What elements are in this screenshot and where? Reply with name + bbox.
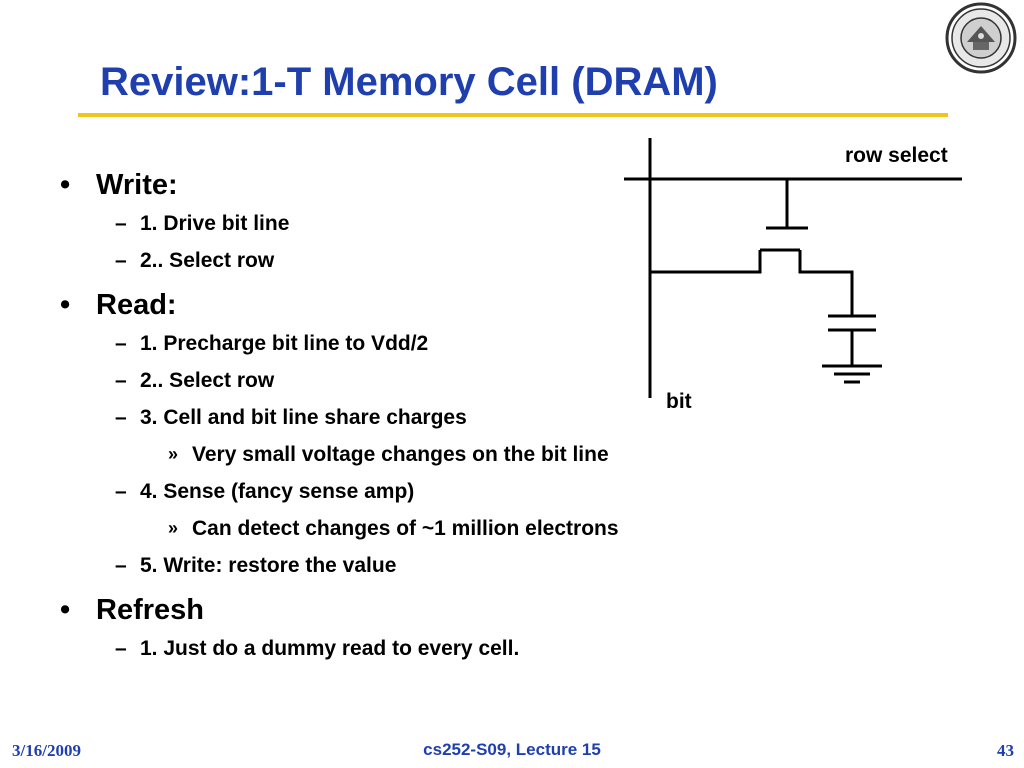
source-wire bbox=[798, 250, 854, 316]
slide-title: Review:1-T Memory Cell (DRAM) bbox=[100, 60, 718, 104]
bullet-dot: • bbox=[60, 169, 71, 201]
sub-bullet: –2.. Select row bbox=[60, 362, 760, 399]
dash-mark: – bbox=[115, 480, 127, 503]
sub-sub-text: Can detect changes of ~1 million electro… bbox=[192, 517, 619, 540]
sub-text: 1. Just do a dummy read to every cell. bbox=[140, 637, 520, 660]
dash-mark: – bbox=[115, 332, 127, 355]
footer-date: 3/16/2009 bbox=[12, 741, 81, 760]
row-select-label: row select bbox=[845, 144, 948, 167]
title-underline bbox=[78, 113, 948, 117]
dram-cell-diagram: row select bit bbox=[624, 138, 962, 413]
dash-mark: – bbox=[115, 212, 127, 235]
sub-bullet: –2.. Select row bbox=[60, 242, 760, 279]
dash-mark: – bbox=[115, 369, 127, 392]
bullet-list: •Write: –1. Drive bit line –2.. Select r… bbox=[60, 165, 760, 667]
sub-sub-text: Very small voltage changes on the bit li… bbox=[192, 443, 609, 466]
drain-wire bbox=[650, 250, 762, 274]
chevron-mark: » bbox=[168, 444, 179, 464]
sub-bullet: –5. Write: restore the value bbox=[60, 547, 760, 584]
footer-course: cs252-S09, Lecture 15 bbox=[423, 740, 601, 759]
sub-bullet: –1. Just do a dummy read to every cell. bbox=[60, 630, 760, 667]
university-seal-icon bbox=[945, 2, 1017, 74]
sub-sub-bullet: » Very small voltage changes on the bit l… bbox=[60, 436, 760, 473]
bullet-text: Refresh bbox=[96, 594, 204, 626]
dash-mark: – bbox=[115, 554, 127, 577]
sub-bullet: –1. Drive bit line bbox=[60, 205, 760, 242]
dash-mark: – bbox=[115, 406, 127, 429]
sub-bullet: –3. Cell and bit line share charges bbox=[60, 399, 760, 436]
sub-sub-bullet: » Can detect changes of ~1 million electr… bbox=[60, 510, 760, 547]
sub-bullet: –4. Sense (fancy sense amp) bbox=[60, 473, 760, 510]
sub-text: 4. Sense (fancy sense amp) bbox=[140, 480, 415, 503]
bullet-text: Write: bbox=[96, 169, 178, 201]
bullet-dot: • bbox=[60, 289, 71, 321]
bullet-write: • Write: bbox=[60, 165, 760, 205]
bullet-dot: • bbox=[60, 594, 71, 626]
dash-mark: – bbox=[115, 637, 127, 660]
bullet-text: Read: bbox=[96, 289, 177, 321]
sub-text: 2.. Select row bbox=[140, 369, 275, 392]
sub-bullet: –1. Precharge bit line to Vdd/2 bbox=[60, 325, 760, 362]
dash-mark: – bbox=[115, 249, 127, 272]
sub-text: 5. Write: restore the value bbox=[140, 554, 397, 577]
sub-text: 2.. Select row bbox=[140, 249, 275, 272]
bullet-read: • Read: bbox=[60, 285, 760, 325]
chevron-mark: » bbox=[168, 518, 179, 538]
bullet-refresh: • Refresh bbox=[60, 590, 760, 630]
sub-text: 3. Cell and bit line share charges bbox=[140, 406, 467, 429]
sub-text: 1. Precharge bit line to Vdd/2 bbox=[140, 332, 429, 355]
bit-label: bit bbox=[666, 390, 692, 413]
sub-text: 1. Drive bit line bbox=[140, 212, 290, 235]
page-number: 43 bbox=[997, 741, 1014, 760]
